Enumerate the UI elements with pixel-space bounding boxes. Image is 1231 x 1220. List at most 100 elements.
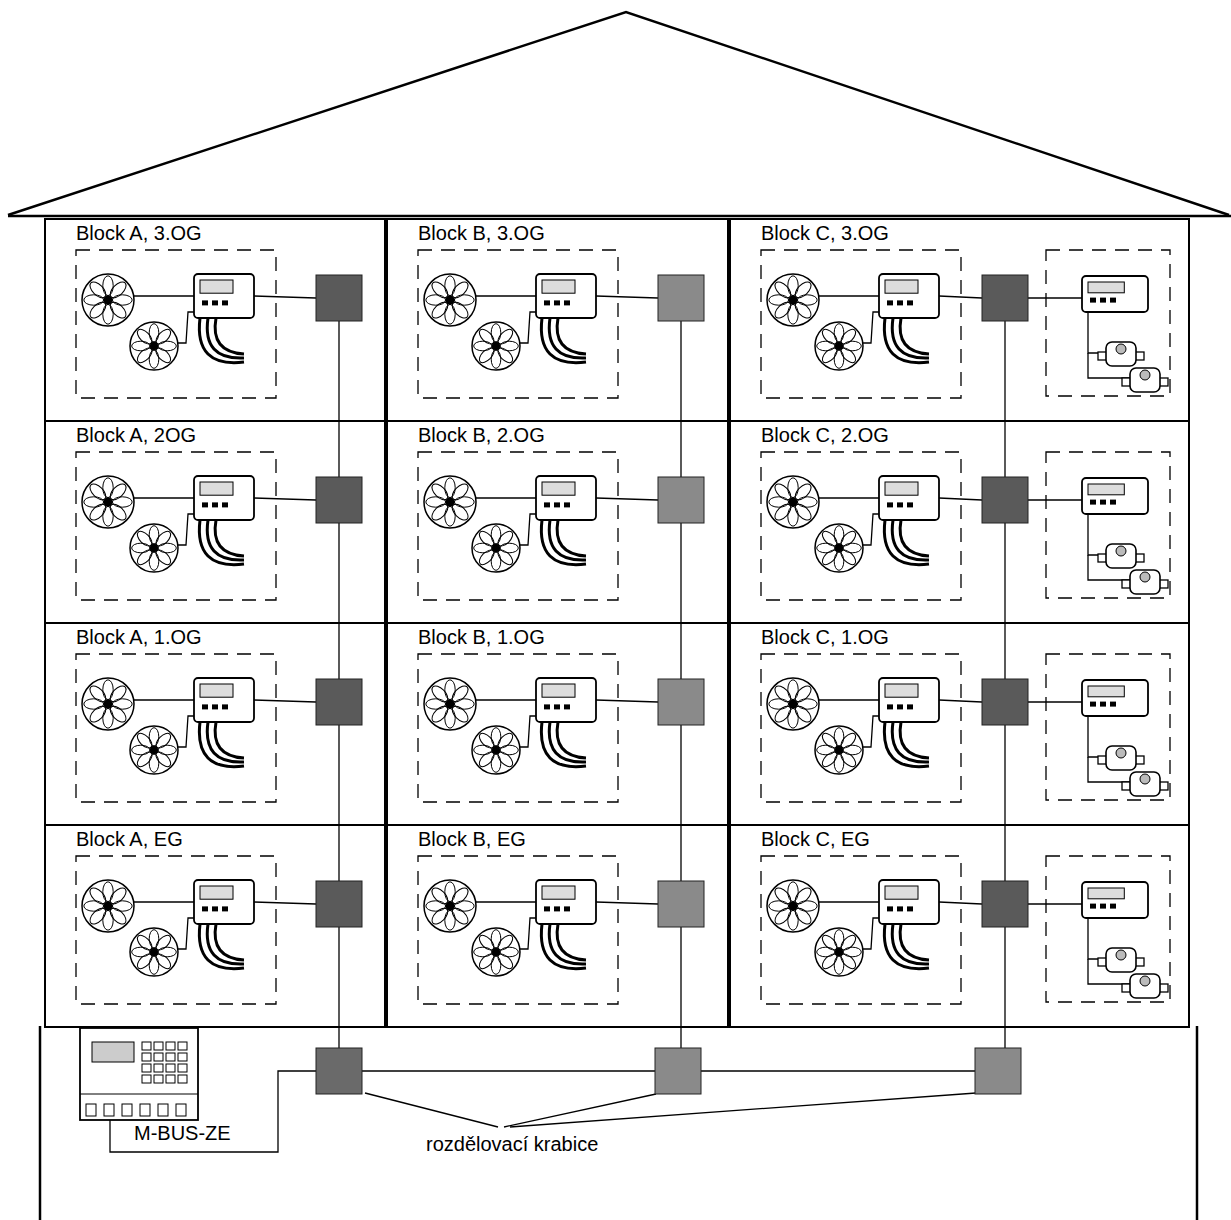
dashed-group [418, 654, 618, 802]
valve-petal [103, 276, 113, 296]
water-meter-set [1046, 856, 1170, 1002]
valve-hub [445, 901, 454, 910]
meter-display [200, 482, 233, 495]
sensor-wire [134, 295, 194, 296]
meter-key [554, 906, 560, 911]
meter-body [194, 880, 254, 924]
meter-key [1110, 702, 1116, 707]
sensor-cable [892, 722, 929, 762]
valve-petal [834, 350, 844, 368]
meter-display [200, 886, 233, 899]
meter-key [544, 704, 550, 709]
meter-key [897, 300, 903, 305]
valve-hub [788, 699, 797, 708]
meter-key [212, 300, 218, 305]
valve-petal [158, 543, 176, 553]
water-meter-set [1046, 452, 1170, 598]
meter-body [1082, 478, 1148, 514]
valve-petal [454, 901, 474, 911]
valve-petal [112, 901, 132, 911]
meter-body [879, 274, 939, 318]
meter-key [222, 502, 228, 507]
valve-petal [84, 295, 104, 305]
junction-box [658, 275, 704, 321]
valve-hub [150, 746, 159, 755]
heat-meter-set [418, 654, 618, 802]
leader-line [365, 1093, 498, 1127]
unit-display [92, 1042, 134, 1062]
sensor-cable [541, 722, 586, 767]
basement-wall [1196, 1026, 1199, 1220]
valve-petal [834, 552, 844, 570]
junction-box [975, 1048, 1021, 1094]
meter-key [1110, 904, 1116, 909]
valve-hub [492, 746, 501, 755]
valve-petal [843, 947, 861, 957]
meter-wire [939, 296, 982, 298]
meter-key [544, 300, 550, 305]
meter-key [554, 704, 560, 709]
valve-petal [817, 745, 835, 755]
valve-petal [132, 543, 150, 553]
valve-petal [769, 295, 789, 305]
valve-ring [767, 880, 819, 932]
valve-hub [788, 497, 797, 506]
meter-wire [596, 296, 658, 298]
valve-petal [149, 552, 159, 570]
floor-cell: Block C, 1.OG [729, 622, 1190, 826]
valve-petal [103, 304, 113, 324]
meter-key [1100, 298, 1106, 303]
valve-petal [103, 882, 113, 902]
unit-terminal [86, 1104, 96, 1116]
unit-key [154, 1064, 163, 1072]
sensor-wire [819, 901, 879, 902]
meter-body [1082, 882, 1148, 918]
valve-petal [788, 680, 798, 700]
cell-heading: Block C, EG [761, 828, 870, 850]
meter-key [1100, 702, 1106, 707]
valve-ring [424, 274, 476, 326]
valve-ring [815, 322, 863, 370]
sensor-cable [215, 924, 244, 960]
meter-wire [596, 498, 658, 500]
sensor-cable [549, 924, 586, 964]
valve-petal [788, 276, 798, 296]
valve-petal [769, 497, 789, 507]
unit-key [178, 1075, 187, 1083]
unit-terminal [122, 1104, 132, 1116]
dashed-group [761, 856, 961, 1004]
valve-petal [817, 947, 835, 957]
sensor-wire [134, 699, 194, 700]
meter-key [897, 704, 903, 709]
floor-cell: Block A, 3.OG [44, 218, 386, 422]
cell-heading: Block C, 2.OG [761, 424, 889, 446]
meter-display [542, 482, 575, 495]
meter-key [907, 300, 913, 305]
meter-body [536, 678, 596, 722]
sensor-cable [557, 318, 586, 354]
valve-petal [788, 882, 798, 902]
valve-petal [84, 497, 104, 507]
sensor-cable [207, 520, 244, 560]
meter-dial [1140, 774, 1150, 784]
floor-cell: Block B, EG [386, 824, 729, 1028]
junction-box [658, 679, 704, 725]
sensor-cable [900, 318, 929, 354]
dashed-group [418, 452, 618, 600]
meter-key [1100, 904, 1106, 909]
valve-petal [843, 745, 861, 755]
sensor-cable [215, 318, 244, 354]
valve-petal [426, 497, 446, 507]
meter-key [544, 502, 550, 507]
meter-wire [1028, 499, 1082, 500]
unit-label: M-BUS-ZE [134, 1122, 231, 1144]
valve-hub [492, 342, 501, 351]
meter-display [885, 684, 918, 697]
meter-key [1090, 500, 1096, 505]
valve-petal [797, 295, 817, 305]
junction-box [982, 679, 1028, 725]
dashed-group [1046, 654, 1170, 800]
valve-hub [788, 295, 797, 304]
unit-key [142, 1075, 151, 1083]
sensor-cable [207, 722, 244, 762]
